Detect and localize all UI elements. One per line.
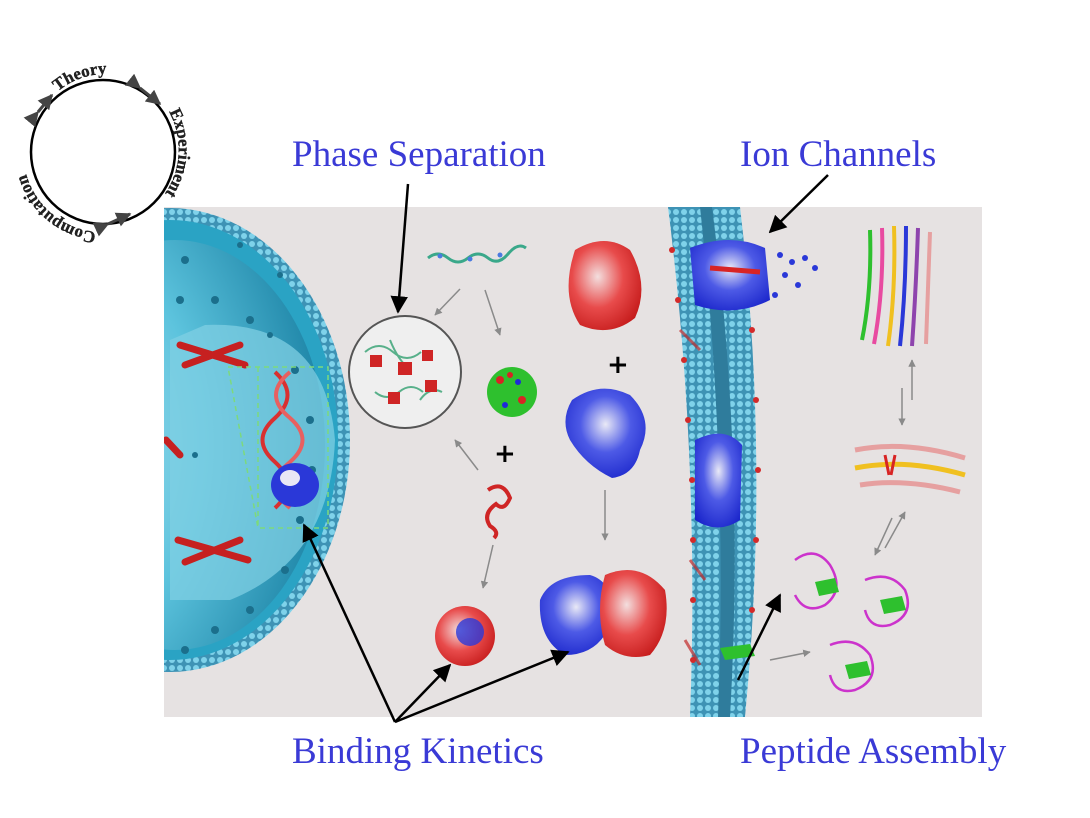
binding-kinetics-arrow-complex [394,663,452,723]
ion-channels-label: Ion Channels [740,134,937,175]
cycle-word-theory: Theory [49,59,107,95]
peptide-assembly-arrow [736,593,782,681]
phase-separation-label: Phase Separation [292,134,546,175]
binding-kinetics-label: Binding Kinetics [292,731,544,772]
cycle-arrow-icon [124,73,162,106]
phase-separation-illustration: + [348,244,537,666]
ion-channels-arrow [768,174,829,234]
protein-binding-illustration: + [539,241,667,658]
peptide-assembly-illustration [769,225,966,693]
membrane-illustration [668,207,818,717]
binding-kinetics-arrow-dna [302,523,397,723]
cycle-arrow-icon [92,212,132,237]
binding-kinetics-arrow-proteins [394,649,570,724]
phase-separation-arrow [390,183,410,314]
callout-arrows [302,174,829,724]
plus-symbol: + [607,350,629,380]
cycle-arrow-icon [23,93,54,128]
plus-symbol: + [494,439,516,469]
cycle-word-computation: Computation [12,172,97,247]
cell-nucleus-illustration [164,208,350,672]
peptide-assembly-label: Peptide Assembly [740,731,1007,772]
